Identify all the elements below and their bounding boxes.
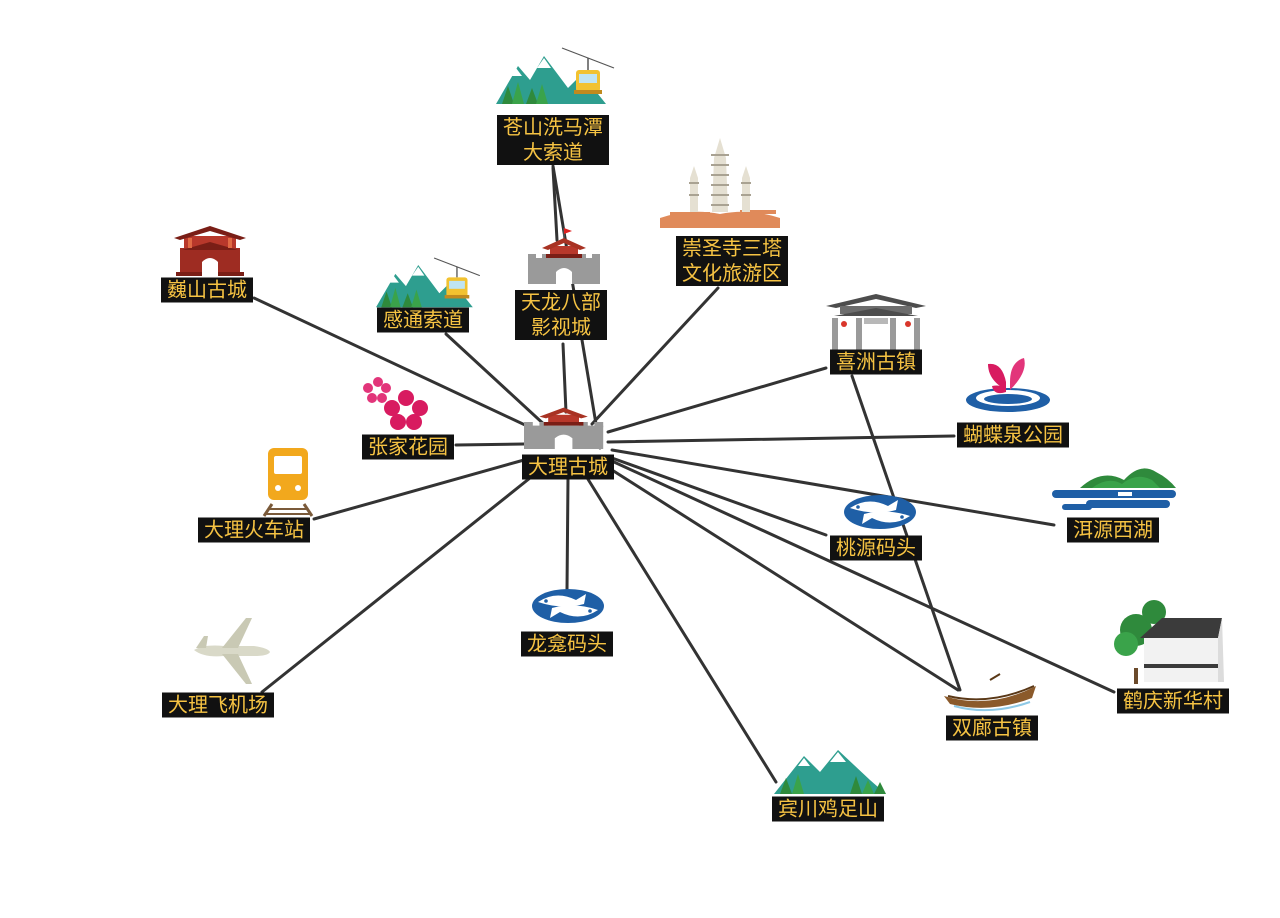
- cable-car-mountain-icon: [375, 257, 481, 308]
- edge-xizhou-shuanglang: [850, 374, 962, 692]
- mountain-icon: [774, 750, 886, 794]
- node-label-line: 大理飞机场: [168, 692, 268, 717]
- node-label-line: 洱源西湖: [1073, 517, 1153, 542]
- node-label-longkan: 龙龛码头: [521, 631, 613, 657]
- node-label-zhangjia: 张家花园: [362, 434, 454, 460]
- wooden-boat-icon: [944, 673, 1036, 712]
- edge-dali-tianlong: [561, 342, 568, 414]
- village-house-icon: [1114, 600, 1224, 684]
- train-icon: [262, 448, 314, 517]
- node-label-line: 感通索道: [383, 307, 463, 332]
- edge-dali-zhangjia: [454, 442, 526, 447]
- fish-pier-icon: [844, 495, 916, 529]
- node-label-heqing: 鹤庆新华村: [1117, 688, 1229, 714]
- route-lines: [252, 164, 1116, 784]
- node-label-line: 张家花园: [368, 434, 448, 459]
- node-label-gantong: 感通索道: [377, 307, 469, 333]
- node-label-weishan: 巍山古城: [161, 277, 253, 303]
- edge-dali-taoyuan: [610, 456, 828, 537]
- edge-dali-heqing: [612, 460, 1116, 694]
- node-label-line: 大理古城: [528, 454, 608, 479]
- node-label-line: 文化旅游区: [682, 261, 782, 285]
- edge-dali-chongsheng: [590, 286, 720, 426]
- node-label-taoyuan: 桃源码头: [830, 535, 922, 561]
- node-label-line: 影视城: [531, 315, 591, 339]
- node-label-dali: 大理古城: [522, 454, 614, 480]
- cable-car-mountain-icon: [495, 47, 615, 105]
- edge-dali-xizhou: [606, 366, 828, 434]
- memorial-archway-icon: [826, 294, 926, 352]
- lake-hills-icon: [1052, 468, 1176, 510]
- node-label-tianlong: 天龙八部影视城: [515, 290, 607, 340]
- node-label-xizhou: 喜洲古镇: [830, 349, 922, 375]
- node-label-cangshan: 苍山洗马潭大索道: [497, 115, 609, 165]
- node-label-line: 蝴蝶泉公园: [963, 422, 1063, 447]
- node-label-line: 宾川鸡足山: [778, 796, 878, 821]
- edge-dali-jizu: [584, 474, 778, 784]
- node-label-line: 桃源码头: [836, 535, 916, 560]
- edge-dali-weishan: [252, 296, 542, 434]
- node-label-line: 天龙八部: [521, 290, 601, 314]
- node-label-jizu: 宾川鸡足山: [772, 796, 884, 822]
- city-wall-gate-icon: [528, 228, 600, 284]
- city-wall-gate-icon: [524, 407, 604, 449]
- airplane-icon: [194, 618, 270, 684]
- edge-dali-hudie: [606, 434, 956, 444]
- node-label-line: 喜洲古镇: [836, 349, 916, 374]
- edge-dali-gantong: [444, 332, 550, 430]
- node-label-line: 大理火车站: [204, 517, 304, 542]
- city-gate-tower-icon: [174, 226, 246, 276]
- node-label-line: 苍山洗马潭: [503, 115, 603, 139]
- node-label-line: 鹤庆新华村: [1123, 688, 1223, 713]
- butterfly-spring-icon: [966, 358, 1050, 412]
- node-label-line: 龙龛码头: [527, 631, 607, 656]
- node-label-line: 巍山古城: [167, 277, 247, 302]
- three-pagodas-icon: [660, 138, 780, 228]
- edge-cangshan-tianlong: [551, 166, 559, 242]
- node-label-eryuan: 洱源西湖: [1067, 517, 1159, 543]
- fish-pier-icon: [532, 589, 604, 623]
- node-label-line: 双廊古镇: [952, 715, 1032, 740]
- node-label-line: 大索道: [523, 140, 583, 164]
- node-label-line: 崇圣寺三塔: [682, 236, 782, 260]
- edge-dali-shuanglang: [610, 468, 960, 692]
- edge-dali-eryuan: [610, 448, 1056, 527]
- node-label-feiji: 大理飞机场: [162, 692, 274, 718]
- node-label-hudie: 蝴蝶泉公园: [957, 422, 1069, 448]
- edge-dali-feiji: [260, 476, 532, 694]
- edge-dali-huoche: [312, 458, 526, 521]
- edge-dali-longkan: [565, 476, 570, 592]
- flower-icon: [363, 377, 428, 430]
- node-label-shuanglang: 双廊古镇: [946, 715, 1038, 741]
- node-label-huoche: 大理火车站: [198, 517, 310, 543]
- node-label-chongsheng: 崇圣寺三塔文化旅游区: [676, 236, 788, 286]
